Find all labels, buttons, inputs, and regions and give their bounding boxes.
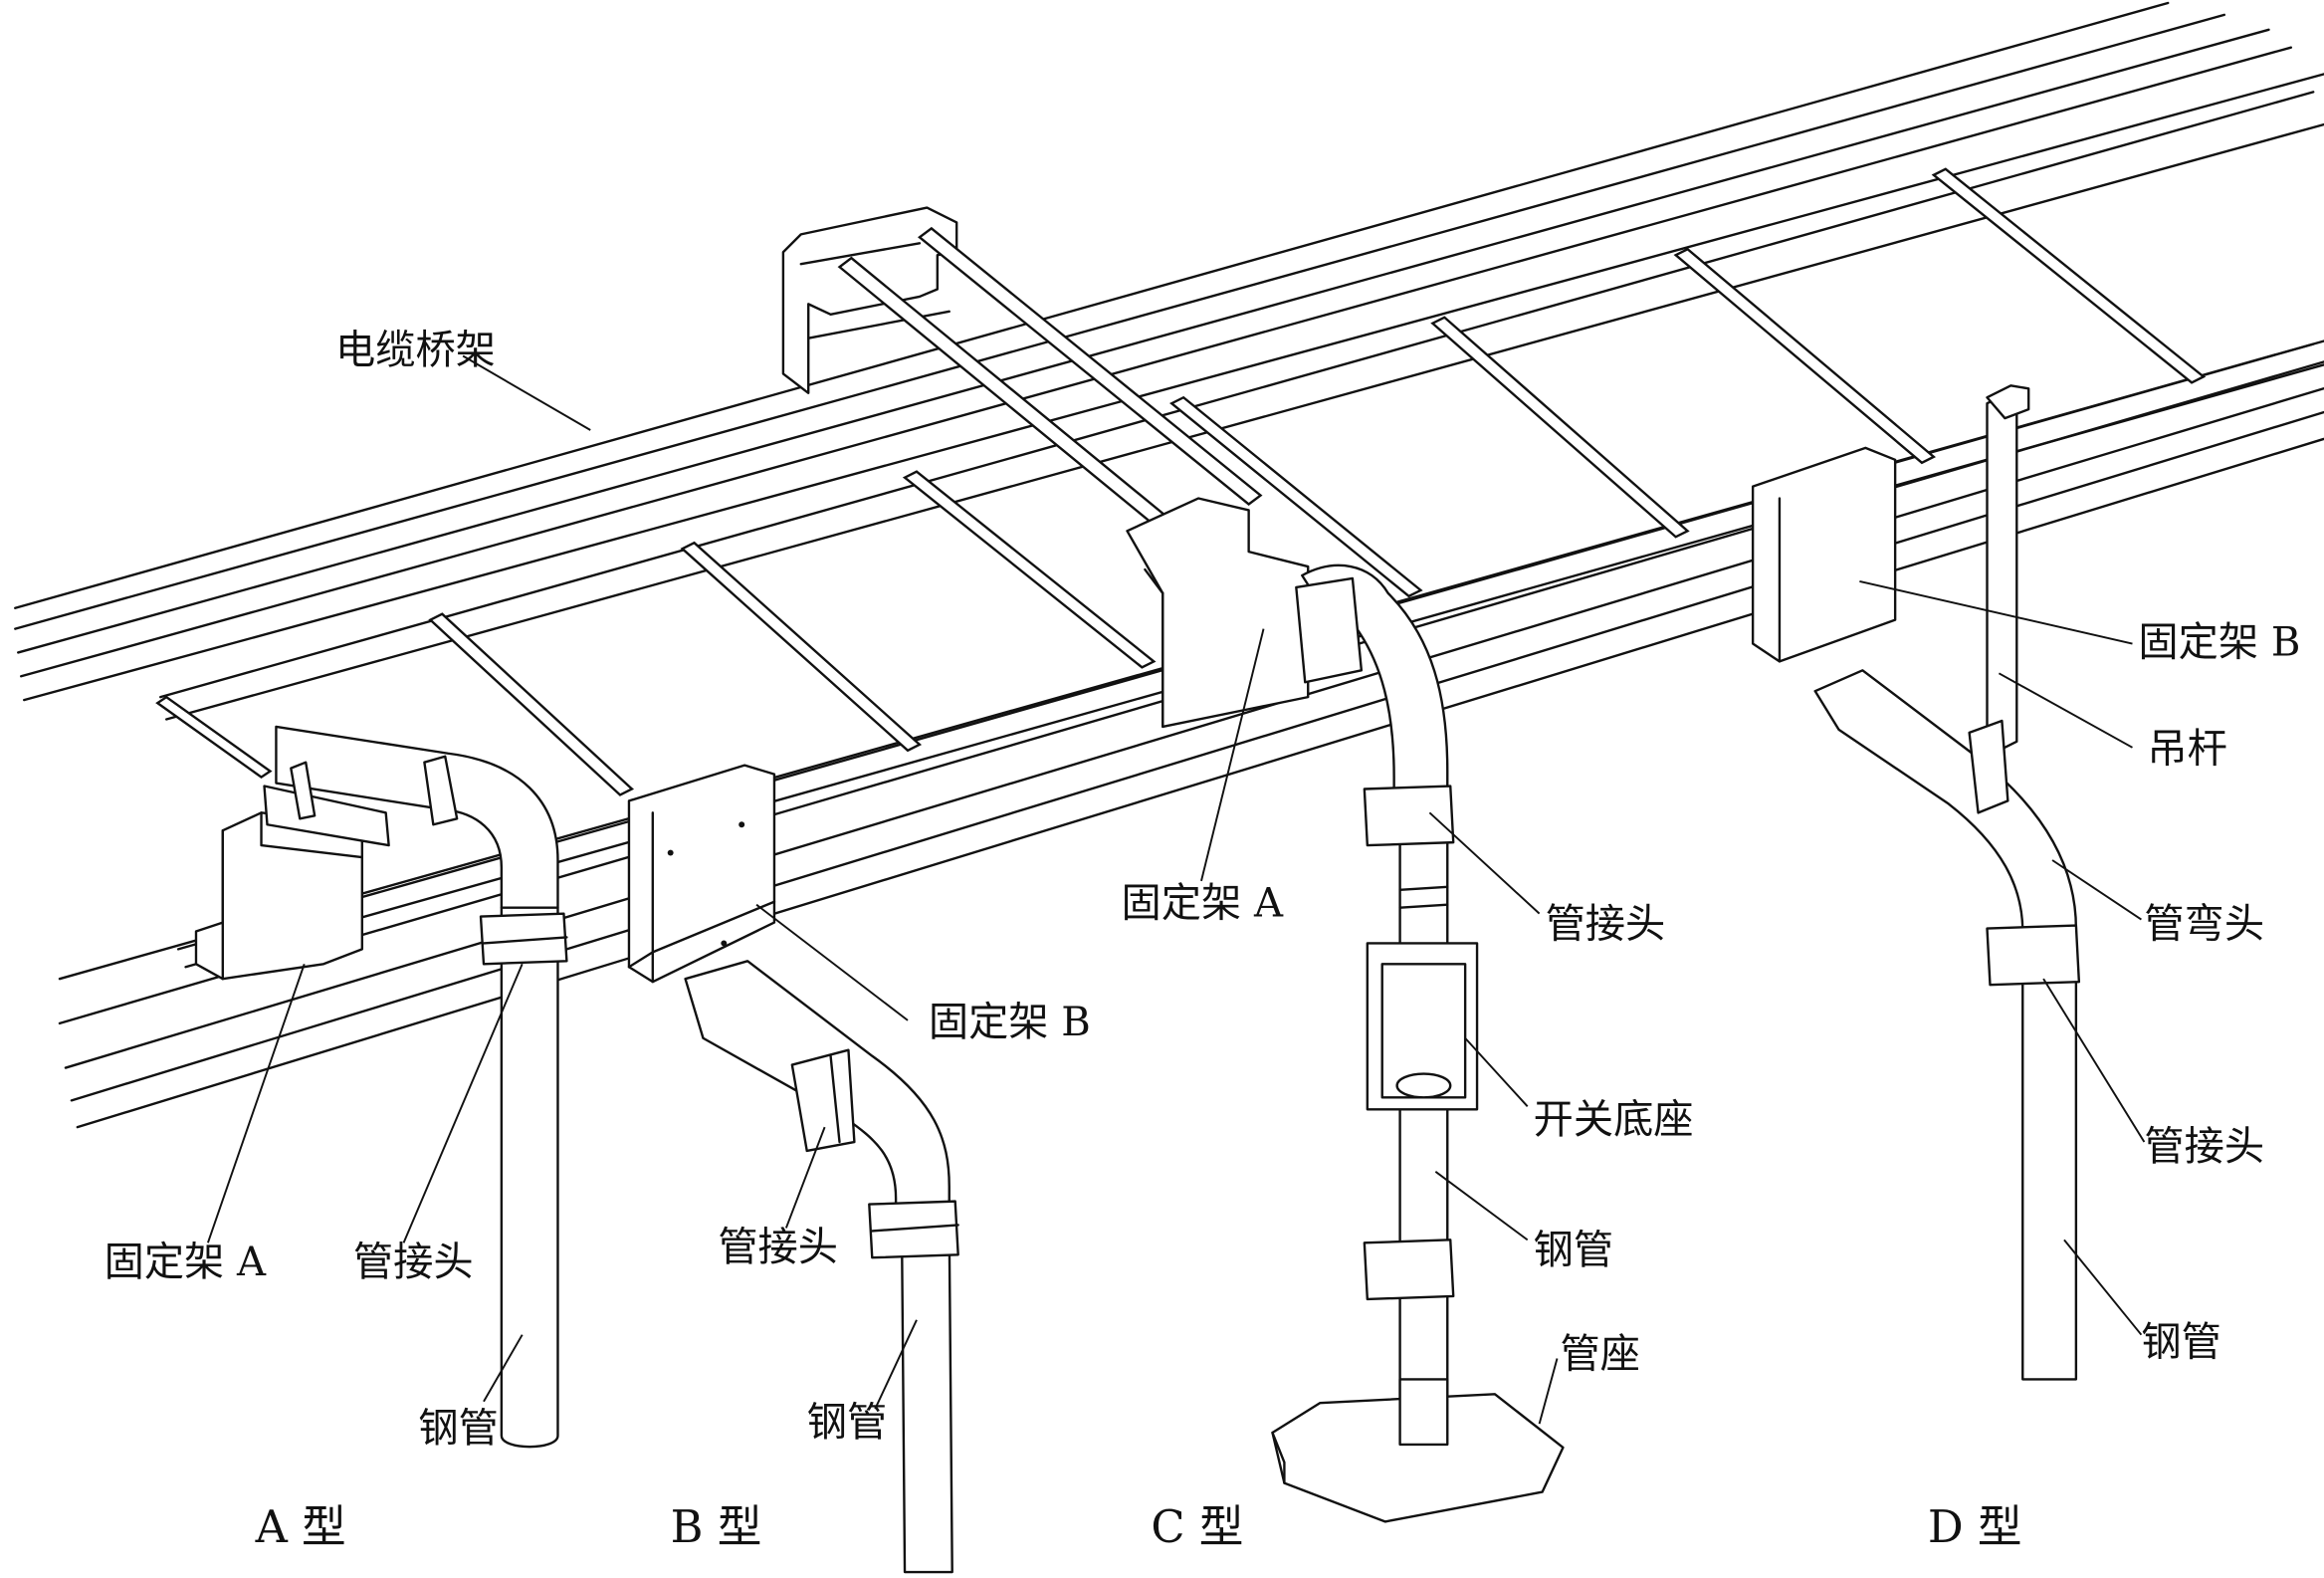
pipe-joint-d [1986, 924, 2081, 987]
type-b-caption: B 型 [671, 1501, 762, 1553]
pipe-joint-a [479, 912, 568, 966]
hanger-rod [1986, 387, 2018, 758]
label-fixed-bracket-b-right: 固定架 B [2138, 619, 2300, 665]
label-pipe-elbow: 管弯头 [2144, 901, 2264, 947]
label-pipe-joint-a: 管接头 [353, 1240, 474, 1285]
label-pipe-joint-c: 管接头 [1546, 901, 1666, 947]
fixed-bracket-b-right [1751, 446, 1897, 663]
a-horizontal-pipe [275, 725, 559, 909]
switch-base [1366, 942, 1479, 1111]
pipe-joint-c [1363, 785, 1455, 847]
top-u-bracket [781, 206, 1263, 539]
d-type-assembly [1751, 384, 2081, 1381]
steel-pipe-b [900, 1227, 953, 1574]
steel-pipe-d [2021, 948, 2078, 1381]
pipe-seat [1271, 1393, 1565, 1523]
steel-pipe-a [500, 906, 559, 1449]
label-pipe-joint-d: 管接头 [2144, 1124, 2264, 1170]
label-fixed-bracket-a-center: 固定架 A [1122, 881, 1284, 927]
labels: 电缆桥架 固定架 A 管接头 钢管 固定架 B 管接头 钢管 固定架 A 管接头… [105, 328, 2301, 1452]
label-hanger-rod: 吊杆 [2147, 727, 2226, 773]
type-captions: A 型 B 型 C 型 D 型 [255, 1501, 2022, 1553]
label-cable-tray: 电缆桥架 [335, 328, 496, 373]
label-pipe-seat: 管座 [1560, 1331, 1639, 1377]
label-steel-pipe-b: 钢管 [807, 1400, 887, 1446]
label-steel-pipe-c: 钢管 [1534, 1228, 1613, 1273]
pipe-joint-b [868, 1200, 959, 1259]
label-fixed-bracket-a-left: 固定架 A [105, 1240, 267, 1285]
fixed-bracket-a-center [1126, 497, 1310, 729]
a-type-assembly [194, 725, 568, 1449]
b-type-assembly [627, 764, 959, 1574]
type-c-caption: C 型 [1151, 1501, 1243, 1553]
d-elbow-pipe [1813, 669, 2078, 951]
label-steel-pipe-d: 钢管 [2141, 1320, 2220, 1366]
label-fixed-bracket-b-mid: 固定架 B [929, 1000, 1091, 1045]
c-type-assembly [1126, 497, 1565, 1523]
type-a-caption: A 型 [255, 1501, 346, 1553]
label-pipe-joint-b: 管接头 [718, 1225, 838, 1270]
label-switch-base: 开关底座 [1534, 1097, 1694, 1143]
leader-lines [206, 354, 2146, 1425]
fixed-bracket-b-mid [627, 764, 776, 984]
c-elbow-pipe [1301, 564, 1449, 802]
tray-rungs [155, 167, 2207, 796]
type-d-caption: D 型 [1928, 1501, 2022, 1553]
label-steel-pipe-a: 钢管 [418, 1406, 498, 1452]
